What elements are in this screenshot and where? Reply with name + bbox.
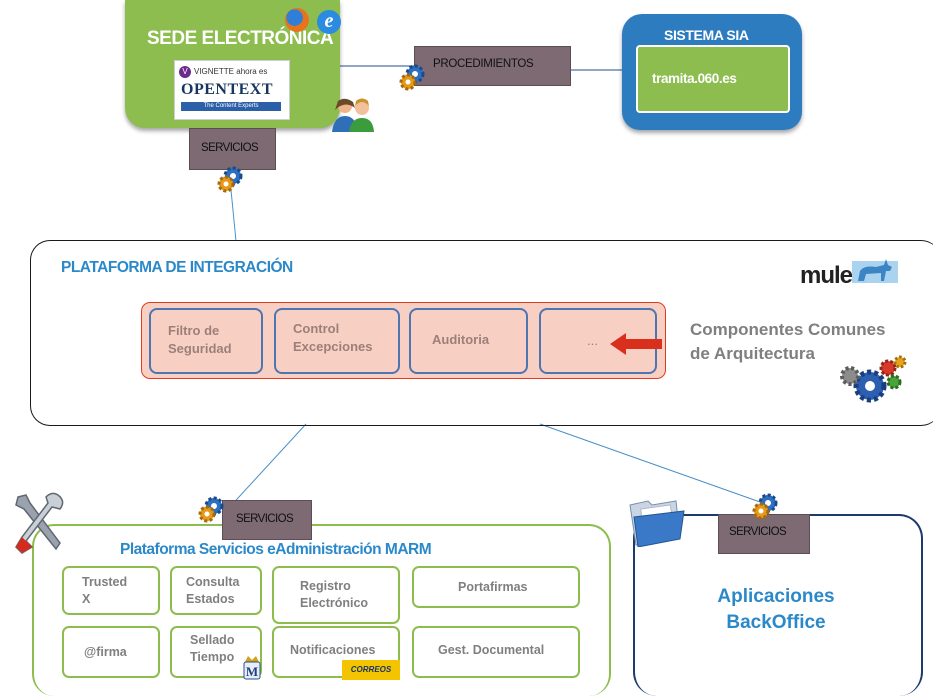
plataforma-marm-box [32, 524, 611, 696]
service-line: Tiempo [190, 649, 235, 664]
procedimientos-label: PROCEDIMIENTOS [433, 58, 534, 70]
service-line: Gest. Documental [438, 643, 545, 657]
service-line: Sellado [190, 633, 235, 647]
componentes-comunes-label: Componentes Comunes de Arquitectura [690, 318, 886, 366]
mule-logo-text: mule [800, 262, 853, 289]
opentext-tagline: The Content Experts [181, 102, 281, 111]
service-registro-electronico: Registro Electrónico [272, 566, 400, 624]
sede-title: SEDE ELECTRÓNICA [147, 28, 334, 49]
backoffice-label: Aplicaciones BackOffice [660, 584, 892, 635]
component-line: Auditoria [432, 332, 490, 347]
service-portafirmas: Portafirmas [412, 566, 580, 608]
gears-cluster-icon [840, 355, 907, 403]
users-icon [332, 98, 374, 132]
componentes-comunes-line1: Componentes Comunes [690, 320, 886, 339]
backoffice-line2: BackOffice [726, 611, 826, 633]
sia-title: SISTEMA SIA [664, 27, 749, 43]
component-line: ... [587, 333, 598, 348]
tramita-box [636, 45, 790, 113]
service-consulta-estados: Consulta Estados [170, 566, 262, 615]
procedimientos-tab [414, 46, 571, 86]
servicios-tab-backoffice [718, 514, 810, 554]
servicios-tab-top [189, 128, 276, 170]
gear-icon [217, 166, 243, 193]
service-line: Notificaciones [290, 643, 376, 657]
servicios-label-top: SERVICIOS [201, 142, 259, 154]
service-gest-documental: Gest. Documental [412, 626, 580, 678]
service-line: Estados [186, 591, 235, 606]
servicios-tab-marm [222, 500, 312, 540]
backoffice-line1: Aplicaciones [717, 586, 835, 607]
service-line: Electrónico [300, 595, 369, 610]
firefox-icon [285, 8, 309, 32]
internet-explorer-icon: e [317, 10, 341, 34]
plataforma-title: PLATAFORMA DE INTEGRACIÓN [61, 259, 293, 276]
gear-icon [752, 493, 778, 520]
service-line: X [82, 591, 91, 606]
servicios-label-marm: SERVICIOS [236, 513, 294, 525]
component-auditoria: Auditoria [409, 308, 528, 374]
vignette-label: VIGNETTE [194, 67, 235, 77]
servicios-label-backoffice: SERVICIOS [729, 526, 787, 538]
tramita-label: tramita.060.es [652, 71, 737, 86]
correos-logo: CORREOS [342, 660, 400, 680]
folder-icon [629, 500, 685, 547]
component-line: Filtro de [168, 323, 220, 338]
component-line: Seguridad [168, 340, 232, 356]
service-firma: @firma [62, 626, 160, 678]
service-line: Registro [300, 579, 351, 593]
gear-icon [399, 64, 425, 91]
component-line: Excepciones [293, 338, 373, 354]
marm-title: Plataforma Servicios eAdministración MAR… [120, 541, 432, 558]
crown-seal-icon: M [243, 656, 261, 680]
gear-icon [198, 496, 224, 523]
mule-icon [852, 259, 898, 283]
service-line: @firma [84, 645, 127, 659]
service-line: Trusted [82, 575, 128, 589]
red-arrow-icon [610, 333, 662, 355]
component-control-excepciones: Control Excepciones [274, 308, 400, 374]
tools-icon [15, 492, 64, 554]
plataforma-integracion-box [30, 240, 933, 426]
service-sellado-tiempo: Sellado Tiempo [170, 626, 262, 678]
componentes-comunes-line2: de Arquitectura [690, 343, 816, 363]
ahora-es-label: ahora es [236, 67, 268, 77]
component-line: Control [293, 321, 340, 336]
service-trusted-x: Trusted X [62, 566, 160, 615]
svg-text:M: M [246, 664, 258, 679]
component-filtro-seguridad: Filtro de Seguridad [149, 308, 263, 374]
opentext-label: OPENTEXT [181, 81, 274, 98]
service-line: Consulta [186, 575, 240, 589]
service-line: Portafirmas [458, 580, 528, 594]
